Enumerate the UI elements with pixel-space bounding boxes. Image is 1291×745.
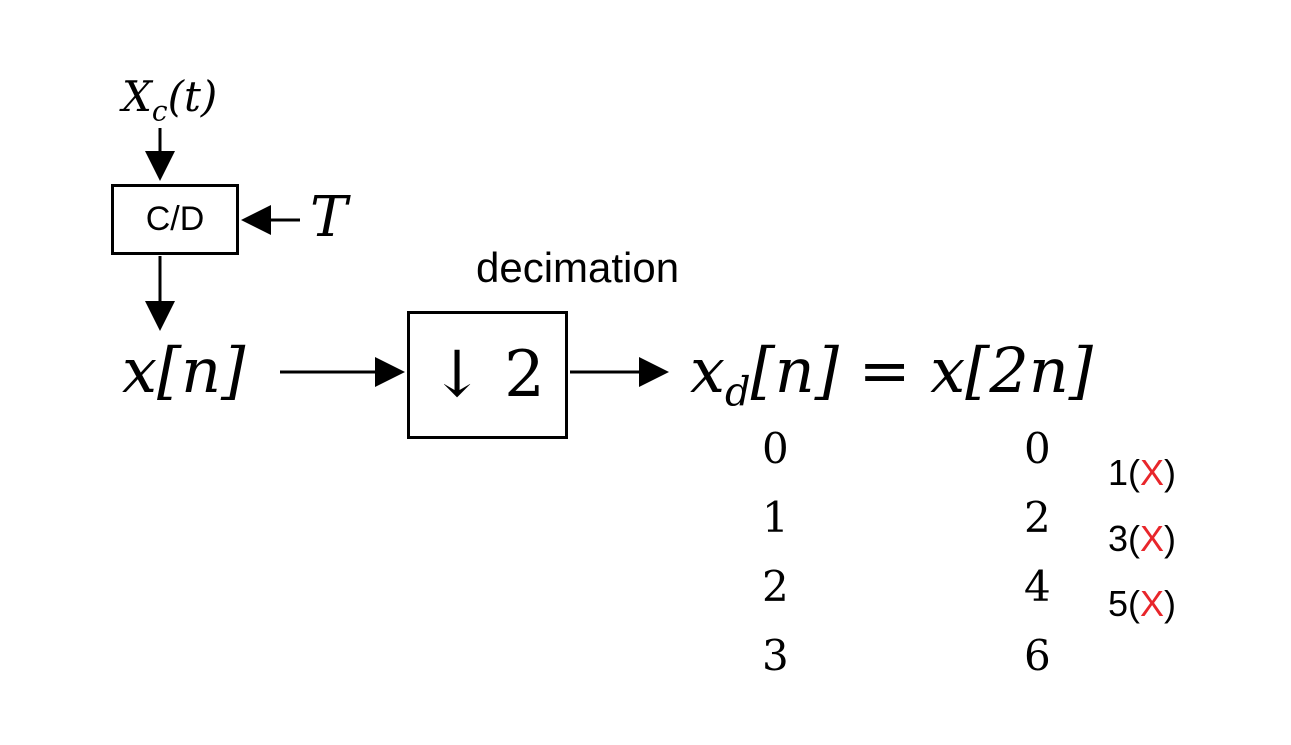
input-signal-base: X: [122, 72, 152, 121]
decimator-block: ↓ 2: [407, 311, 568, 439]
discarded-sample-1: 1(X): [1108, 452, 1177, 493]
output-rest: [n] = x[2n]: [750, 334, 1093, 407]
n-value-2: 2: [762, 562, 789, 611]
discard-mark: X: [1140, 583, 1165, 624]
n-value-0: 0: [762, 424, 789, 473]
n-value-1: 1: [762, 493, 789, 542]
output-equation: xd[n] = x[2n]: [690, 340, 1093, 416]
index-value-2: 4: [1024, 562, 1051, 611]
output-base: x: [690, 334, 725, 407]
decimation-label: decimation: [476, 244, 680, 291]
input-signal-label: Xc(t): [122, 76, 217, 125]
n-value-3: 3: [762, 631, 789, 680]
discarded-sample-5: 5(X): [1108, 583, 1177, 624]
output-sub: d: [724, 369, 751, 416]
discrete-signal-label: x[n]: [122, 334, 246, 407]
decimator-label: ↓ 2: [430, 338, 545, 412]
cd-converter-block: C/D: [111, 184, 239, 255]
discarded-sample-3: 3(X): [1108, 518, 1177, 559]
sampling-period-label: T: [310, 185, 348, 250]
discard-mark: X: [1140, 452, 1165, 493]
index-value-3: 6: [1024, 631, 1051, 680]
discard-mark: X: [1140, 518, 1165, 559]
index-value-1: 2: [1024, 493, 1051, 542]
index-value-0: 0: [1024, 424, 1051, 473]
input-signal-arg: (t): [167, 72, 218, 121]
cd-converter-label: C/D: [145, 200, 205, 238]
input-signal-sub: c: [151, 94, 168, 128]
